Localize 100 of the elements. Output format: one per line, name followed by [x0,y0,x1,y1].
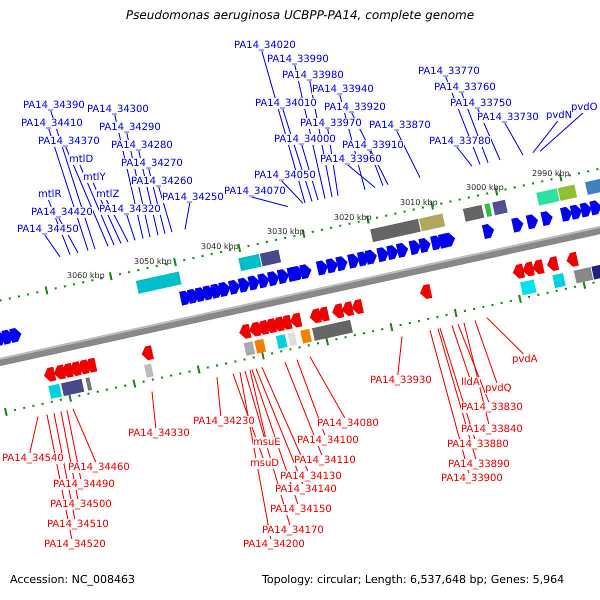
gene-label: PA14_34520 [44,539,106,550]
gene-label: PA14_34410 [21,118,83,129]
gene-label: pvdQ [485,383,512,394]
leader-line [44,234,60,258]
gene-label: PA14_34230 [193,416,255,427]
leader-line [458,324,490,402]
gene-label: PA14_34460 [68,462,130,473]
gene-label: pvdA [512,354,538,365]
leader-line [262,366,308,472]
gene-label: PA14_34070 [224,186,286,197]
map-title: Pseudomonas aeruginosa UCBPP-PA14, complete genome [124,10,476,21]
gene-label: msuD [250,458,279,469]
gene-label: PA14_34170 [262,525,324,536]
gene-label: PA14_34130 [280,471,342,482]
leader-line [397,336,402,376]
leader-line [452,325,470,378]
gene-label: PA14_34330 [128,428,190,439]
leader-line [65,146,108,247]
gene-label: PA14_34100 [297,435,359,446]
leader-line [72,408,96,462]
gene-label: PA14_34280 [111,140,173,151]
footer-text: Accession: NC_008463 [10,574,136,585]
leader-line [216,376,222,416]
gene-label: PA14_34010 [255,98,317,109]
scale-label: 3050 kbp [134,256,172,266]
gene-label: PA14_33910 [342,140,404,151]
gene-label: PA14_34270 [121,158,183,169]
leader-line [540,112,584,152]
gene-label: PA14_33960 [320,154,382,165]
gene-label: PA14_33940 [312,84,374,95]
gene-label: PA14_33780 [429,136,491,147]
gene-label: PA14_33730 [477,112,539,123]
gene-label: PA14_34150 [270,504,332,515]
leader-line [284,362,322,456]
leader-line [184,202,190,230]
scale-label: 3060 kbp [67,271,105,280]
leader-line [396,130,420,178]
gene-label: PA14_34390 [23,100,85,111]
gene-label: PA14_34320 [99,204,161,215]
gene-label: PA14_34260 [131,176,193,187]
leader-line [310,356,346,418]
gene-label: PA14_34050 [254,170,316,181]
leader-line [456,146,472,167]
gene-label: lldA [461,377,480,388]
leader-line [281,180,304,204]
gene-label: PA14_34020 [234,40,296,51]
leader-line [250,370,266,438]
gene-label: PA14_33990 [267,54,329,65]
gene-label: PA14_34540 [2,453,64,464]
leader-line [532,120,558,154]
gene-label: PA14_33880 [447,439,509,450]
gene-label: pvdN [546,110,572,121]
scale-label: 3000 kbp [466,183,504,192]
gene-label: PA14_34510 [47,519,109,530]
scale-label: 3010 kbp [400,198,438,207]
gene-label: PA14_34000 [274,134,336,145]
gene-label: PA14_33840 [461,424,523,435]
scale-label: 2990 kbp [532,168,570,178]
scale-label: 3020 kbp [334,212,372,222]
gene-label: PA14_33900 [441,473,503,484]
leader-line [152,391,156,428]
gene-label: PA14_34370 [38,136,100,147]
gene-label: PA14_33980 [282,70,344,81]
gene-label: PA14_34290 [99,122,161,133]
gene-label: PA14_33750 [450,98,512,109]
leader-line [504,122,524,156]
gene-label: PA14_33920 [324,102,386,113]
gene-label: pvdO [571,102,598,113]
leader-line [474,320,498,384]
gene-label: PA14_33890 [448,459,510,470]
gene-label: mtlD [69,154,94,165]
gene-label: PA14_34500 [50,499,112,510]
leader-line [347,164,376,188]
gene-label: PA14_34300 [87,104,149,115]
leader-line [79,164,114,246]
gene-label: msuE [253,437,281,448]
gene-label: PA14_34200 [243,539,305,550]
gene-label: PA14_33930 [370,375,432,386]
gene-label: mtlZ [96,189,120,200]
gene-label: PA14_33970 [300,118,362,129]
leader-line [29,416,38,454]
leader-line [251,196,288,208]
leader-line [66,410,82,480]
gene-label: PA14_33870 [369,120,431,131]
gene-label: PA14_34140 [275,484,337,495]
gene-label: mtlY [83,172,106,183]
gene-label: PA14_34080 [317,418,379,429]
leader-line [158,186,172,233]
gene-label: PA14_33830 [461,402,523,413]
gene-label: PA14_34110 [294,455,356,466]
footer-text: Topology: circular; Length: 6,537,648 bp; Genes: 5,964 [262,574,564,585]
gene-label: PA14_33770 [418,66,480,77]
gene-label: PA14_34250 [162,192,224,203]
gene-label: mtlR [38,189,62,200]
leader-line [486,317,524,354]
gene-label: PA14_34490 [53,479,115,490]
scale-label: 3040 kbp [201,242,239,251]
leader-line [126,214,136,241]
gene-label: PA14_34420 [31,207,93,218]
leader-line [256,368,304,484]
